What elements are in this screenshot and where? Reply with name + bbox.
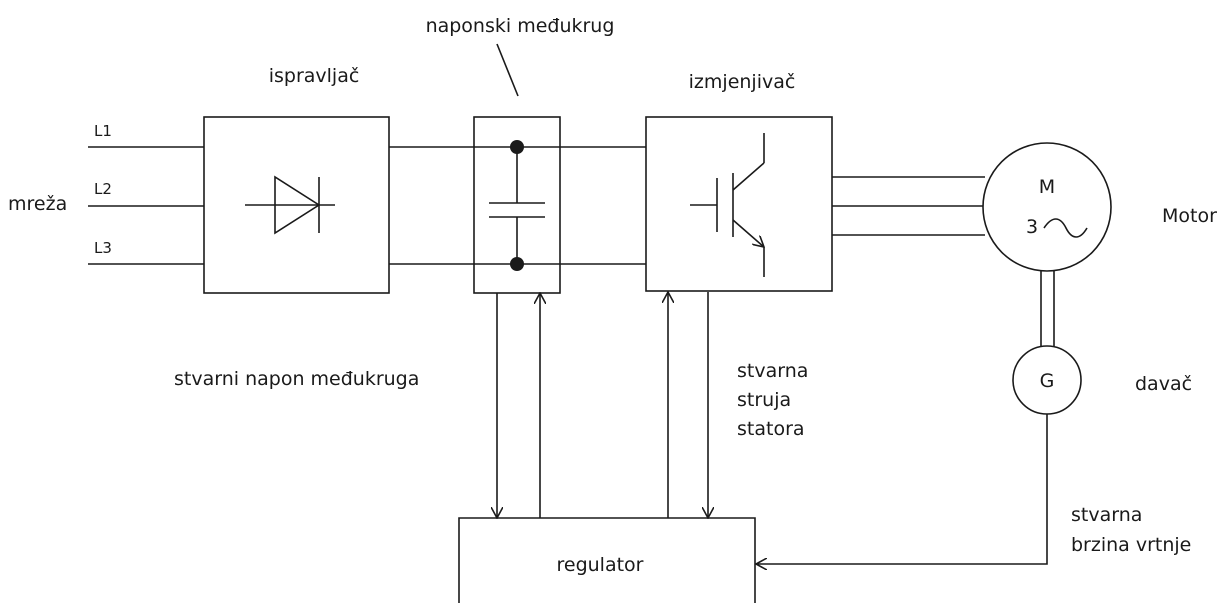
actual-speed-label-line2: brzina vrtnje — [1071, 534, 1191, 556]
motor-symbol-3: 3 — [1026, 216, 1038, 238]
igbt-symbol — [690, 133, 764, 277]
actual-speed-label-line1: stvarna — [1071, 504, 1142, 526]
inverter-label: izmjenjivač — [689, 71, 796, 93]
actual-current-label-line1: stvarna — [737, 360, 808, 382]
regulator-label: regulator — [557, 554, 644, 576]
motor-circle — [982, 142, 1112, 272]
rectifier-label: ispravljač — [269, 65, 360, 87]
motor-label: Motor — [1162, 205, 1217, 227]
phase-l3-label: L3 — [94, 239, 112, 257]
inverter-block — [645, 116, 833, 292]
actual-dc-voltage-label: stvarni napon međukruga — [174, 368, 419, 390]
dc-link-pointer-line — [496, 43, 519, 97]
actual-current-label-line3: statora — [737, 418, 805, 440]
ac-tilde-icon — [1043, 218, 1088, 238]
regulator-block — [458, 517, 756, 603]
mains-label: mreža — [8, 193, 67, 215]
phase-l1-label: L1 — [94, 122, 112, 140]
motor-symbol-m: M — [1039, 176, 1055, 198]
dc-link-title: naponski međukrug — [426, 15, 615, 37]
phase-l2-label: L2 — [94, 180, 112, 198]
encoder-label: davač — [1135, 373, 1192, 395]
actual-current-label-line2: struja — [737, 389, 791, 411]
capacitor-symbol — [489, 140, 545, 271]
diode-symbol — [245, 175, 335, 235]
encoder-symbol-g: G — [1040, 370, 1055, 392]
dc-link-block — [473, 116, 561, 294]
speed-feedback-arrow — [756, 414, 1048, 564]
